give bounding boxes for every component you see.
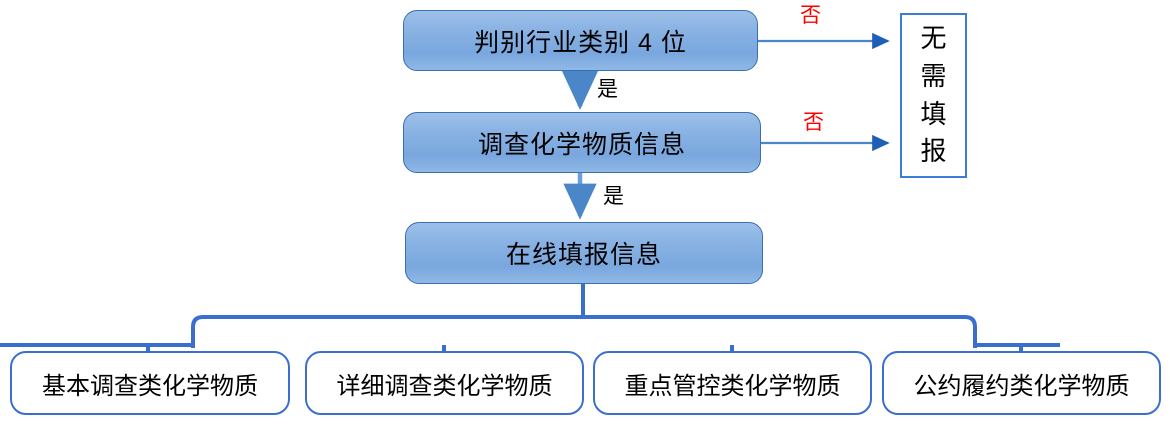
- edge-label-no-1: 否: [800, 4, 821, 27]
- edge-label-yes-1: 是: [597, 78, 618, 101]
- terminal-char-2: 需: [920, 60, 947, 91]
- category-box-cat1-label: 基本调查类化学物质: [42, 372, 258, 400]
- process-box-step3-label: 在线填报信息: [505, 241, 662, 269]
- terminal-char-1: 无: [920, 22, 947, 53]
- category-box-cat4-label: 公约履约类化学物质: [913, 372, 1130, 400]
- process-box-step2[interactable]: 调查化学物质信息: [403, 112, 761, 173]
- terminal-char-3: 填: [920, 98, 947, 129]
- category-box-cat1[interactable]: 基本调查类化学物质: [10, 351, 290, 415]
- process-box-step1[interactable]: 判别行业类别 4 位: [403, 10, 758, 71]
- process-box-step1-label: 判别行业类别 4 位: [474, 28, 687, 57]
- category-box-cat4[interactable]: 公约履约类化学物质: [882, 351, 1161, 415]
- category-box-cat2-label: 详细调查类化学物质: [336, 372, 553, 400]
- edge-label-no-2: 否: [803, 111, 824, 134]
- process-box-step2-label: 调查化学物质信息: [477, 130, 686, 159]
- terminal-box-no-report[interactable]: 无 需 填 报: [900, 13, 967, 178]
- edge-label-yes-2: 是: [603, 185, 624, 208]
- process-box-step3[interactable]: 在线填报信息: [405, 222, 763, 284]
- terminal-char-4: 报: [920, 136, 947, 167]
- category-box-cat2[interactable]: 详细调查类化学物质: [305, 351, 584, 415]
- category-box-cat3-label: 重点管控类化学物质: [624, 372, 841, 400]
- edge-step3-to-categories: [0, 284, 1060, 351]
- category-box-cat3[interactable]: 重点管控类化学物质: [593, 351, 872, 415]
